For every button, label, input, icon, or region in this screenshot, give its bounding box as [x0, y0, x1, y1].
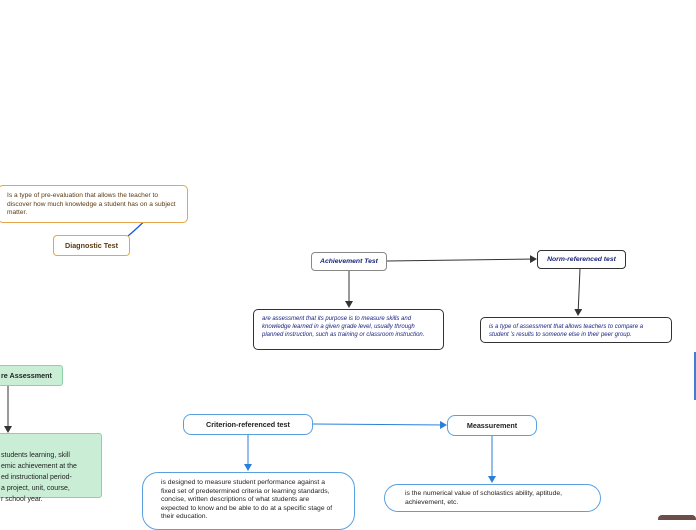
summative-assessment-label: re Assessment: [1, 371, 52, 380]
criterion-referenced-test-description[interactable]: is designed to measure student performan…: [142, 472, 355, 530]
summative-assessment-description[interactable]: students learning, skill emic achievemen…: [0, 433, 102, 503]
achievement-test-description[interactable]: are assessment that its purpose is to me…: [253, 309, 444, 350]
diagnostic-test-label: Diagnostic Test: [65, 241, 118, 250]
offscreen-node-edge: [694, 352, 696, 400]
diagnostic-test-description-text: Is a type of pre-evaluation that allows …: [7, 192, 176, 217]
corner-panel[interactable]: [658, 515, 696, 520]
diagnostic-test-description[interactable]: Is a type of pre-evaluation that allows …: [0, 185, 188, 223]
diagnostic-test-node[interactable]: Diagnostic Test: [53, 235, 130, 256]
norm-referenced-test-description[interactable]: is a type of assessment that allows teac…: [480, 317, 672, 343]
criterion-referenced-test-description-text: is designed to measure student performan…: [161, 479, 333, 520]
norm-referenced-test-description-text: is a type of assessment that allows teac…: [489, 324, 644, 338]
measurement-label: Meassurement: [466, 421, 518, 430]
achievement-test-node[interactable]: Achievement Test: [311, 252, 387, 271]
criterion-referenced-test-node[interactable]: Criterion-referenced test: [183, 414, 313, 435]
connector-criterion-to-measurement: [312, 420, 447, 429]
achievement-test-description-text: are assessment that its purpose is to me…: [262, 316, 425, 338]
connector-achievement-to-norm: [386, 255, 537, 264]
summative-assessment-node[interactable]: re Assessment: [0, 365, 63, 386]
criterion-referenced-test-label: Criterion-referenced test: [206, 420, 290, 429]
norm-referenced-test-node[interactable]: Norm-referenced test: [537, 250, 626, 269]
measurement-node[interactable]: Meassurement: [447, 415, 537, 436]
norm-referenced-test-label: Norm-referenced test: [547, 256, 616, 263]
measurement-description-text: is the numerical value of scholastics ab…: [405, 490, 563, 506]
achievement-test-label: Achievement Test: [320, 258, 378, 265]
measurement-description[interactable]: is the numerical value of scholastics ab…: [384, 484, 601, 512]
summative-assessment-description-text: students learning, skill emic achievemen…: [1, 452, 77, 503]
connector-norm-to-desc: [574, 268, 583, 316]
